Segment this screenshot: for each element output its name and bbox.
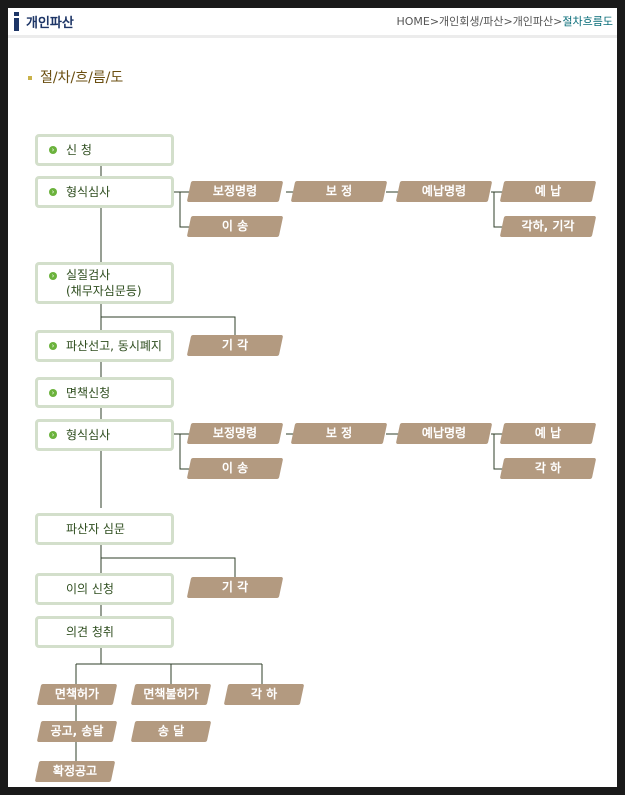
- box-label: 이의 신청: [66, 582, 114, 596]
- flow-box-hearing: 파산자 심문: [35, 513, 174, 545]
- box-label: 파산선고, 동시폐지: [66, 339, 162, 353]
- flow-box-formal-review: › 형식심사: [35, 176, 174, 208]
- tag-correction-order: 보정명령: [186, 181, 284, 202]
- tag-deposit: 예 납: [499, 181, 597, 202]
- tag-dismiss-2: 각 하: [499, 458, 597, 479]
- tag-reject: 기 각: [186, 335, 284, 356]
- box-label: 파산자 심문: [66, 522, 126, 536]
- tag-discharge-granted: 면책허가: [36, 684, 118, 705]
- tag-notice-service: 공고, 송달: [36, 721, 118, 742]
- tag-transfer-2: 이 송: [186, 458, 284, 479]
- flow-box-bankruptcy-declaration: › 파산선고, 동시폐지: [35, 330, 174, 362]
- tag-correction: 보 정: [290, 181, 388, 202]
- flow-box-opinion: 의견 청취: [35, 616, 174, 648]
- flow-box-objection: 이의 신청: [35, 573, 174, 605]
- page-title-text: 절/차/흐/름/도: [40, 70, 124, 86]
- tag-dismiss-reject: 각하, 기각: [499, 216, 597, 237]
- box-label: 신 청: [66, 143, 92, 157]
- bullet-arrow-icon: ›: [49, 431, 57, 439]
- page-title: 절/차/흐/름/도: [28, 67, 123, 87]
- breadcrumb: HOME>개인회생/파산>개인파산>절차흐름도: [396, 13, 613, 29]
- tag-final-notice: 확정공고: [34, 761, 116, 782]
- tag-deposit-order-2: 예납명령: [395, 423, 493, 444]
- box-label: 형식심사: [66, 428, 111, 442]
- breadcrumb-item[interactable]: 개인파산: [512, 15, 554, 28]
- bullet-arrow-icon: ›: [49, 146, 57, 154]
- page: 개인파산 HOME>개인회생/파산>개인파산>절차흐름도 절/차/흐/름/도 ›…: [8, 8, 617, 787]
- separator: >: [553, 15, 563, 28]
- tag-transfer: 이 송: [186, 216, 284, 237]
- box-label: 실질검사(채무자심문등): [66, 268, 142, 298]
- tag-correction-order-2: 보정명령: [186, 423, 284, 444]
- box-label: 형식심사: [66, 185, 111, 199]
- tag-deposit-2: 예 납: [499, 423, 597, 444]
- flow-box-substantive-review: › 실질검사(채무자심문등): [35, 262, 174, 304]
- flow-box-apply: › 신 청: [35, 134, 174, 166]
- bullet-arrow-icon: ›: [49, 342, 57, 350]
- breadcrumb-current: 절차흐름도: [562, 15, 613, 28]
- tag-service: 송 달: [130, 721, 212, 742]
- tag-reject-2: 기 각: [186, 577, 284, 598]
- tag-discharge-denied: 면책불허가: [130, 684, 212, 705]
- tag-correction-2: 보 정: [290, 423, 388, 444]
- breadcrumb-home[interactable]: HOME: [396, 15, 430, 28]
- bullet-arrow-icon: ›: [49, 388, 57, 397]
- info-icon: [14, 12, 19, 31]
- tag-deposit-order: 예납명령: [395, 181, 493, 202]
- flow-box-discharge-apply: › 면책신청: [35, 377, 174, 408]
- box-label: 의견 청취: [66, 625, 114, 639]
- separator: >: [429, 15, 440, 28]
- bullet-arrow-icon: ›: [49, 188, 57, 196]
- bullet-arrow-icon: ›: [49, 272, 57, 280]
- separator: >: [503, 15, 513, 28]
- flow-box-formal-review-2: › 형식심사: [35, 419, 174, 451]
- box-label: 면책신청: [66, 385, 111, 400]
- section-title: 개인파산: [26, 16, 74, 31]
- breadcrumb-item[interactable]: 개인회생/파산: [439, 15, 504, 28]
- header: 개인파산 HOME>개인회생/파산>개인파산>절차흐름도: [8, 8, 617, 38]
- tag-dismiss-3: 각 하: [223, 684, 305, 705]
